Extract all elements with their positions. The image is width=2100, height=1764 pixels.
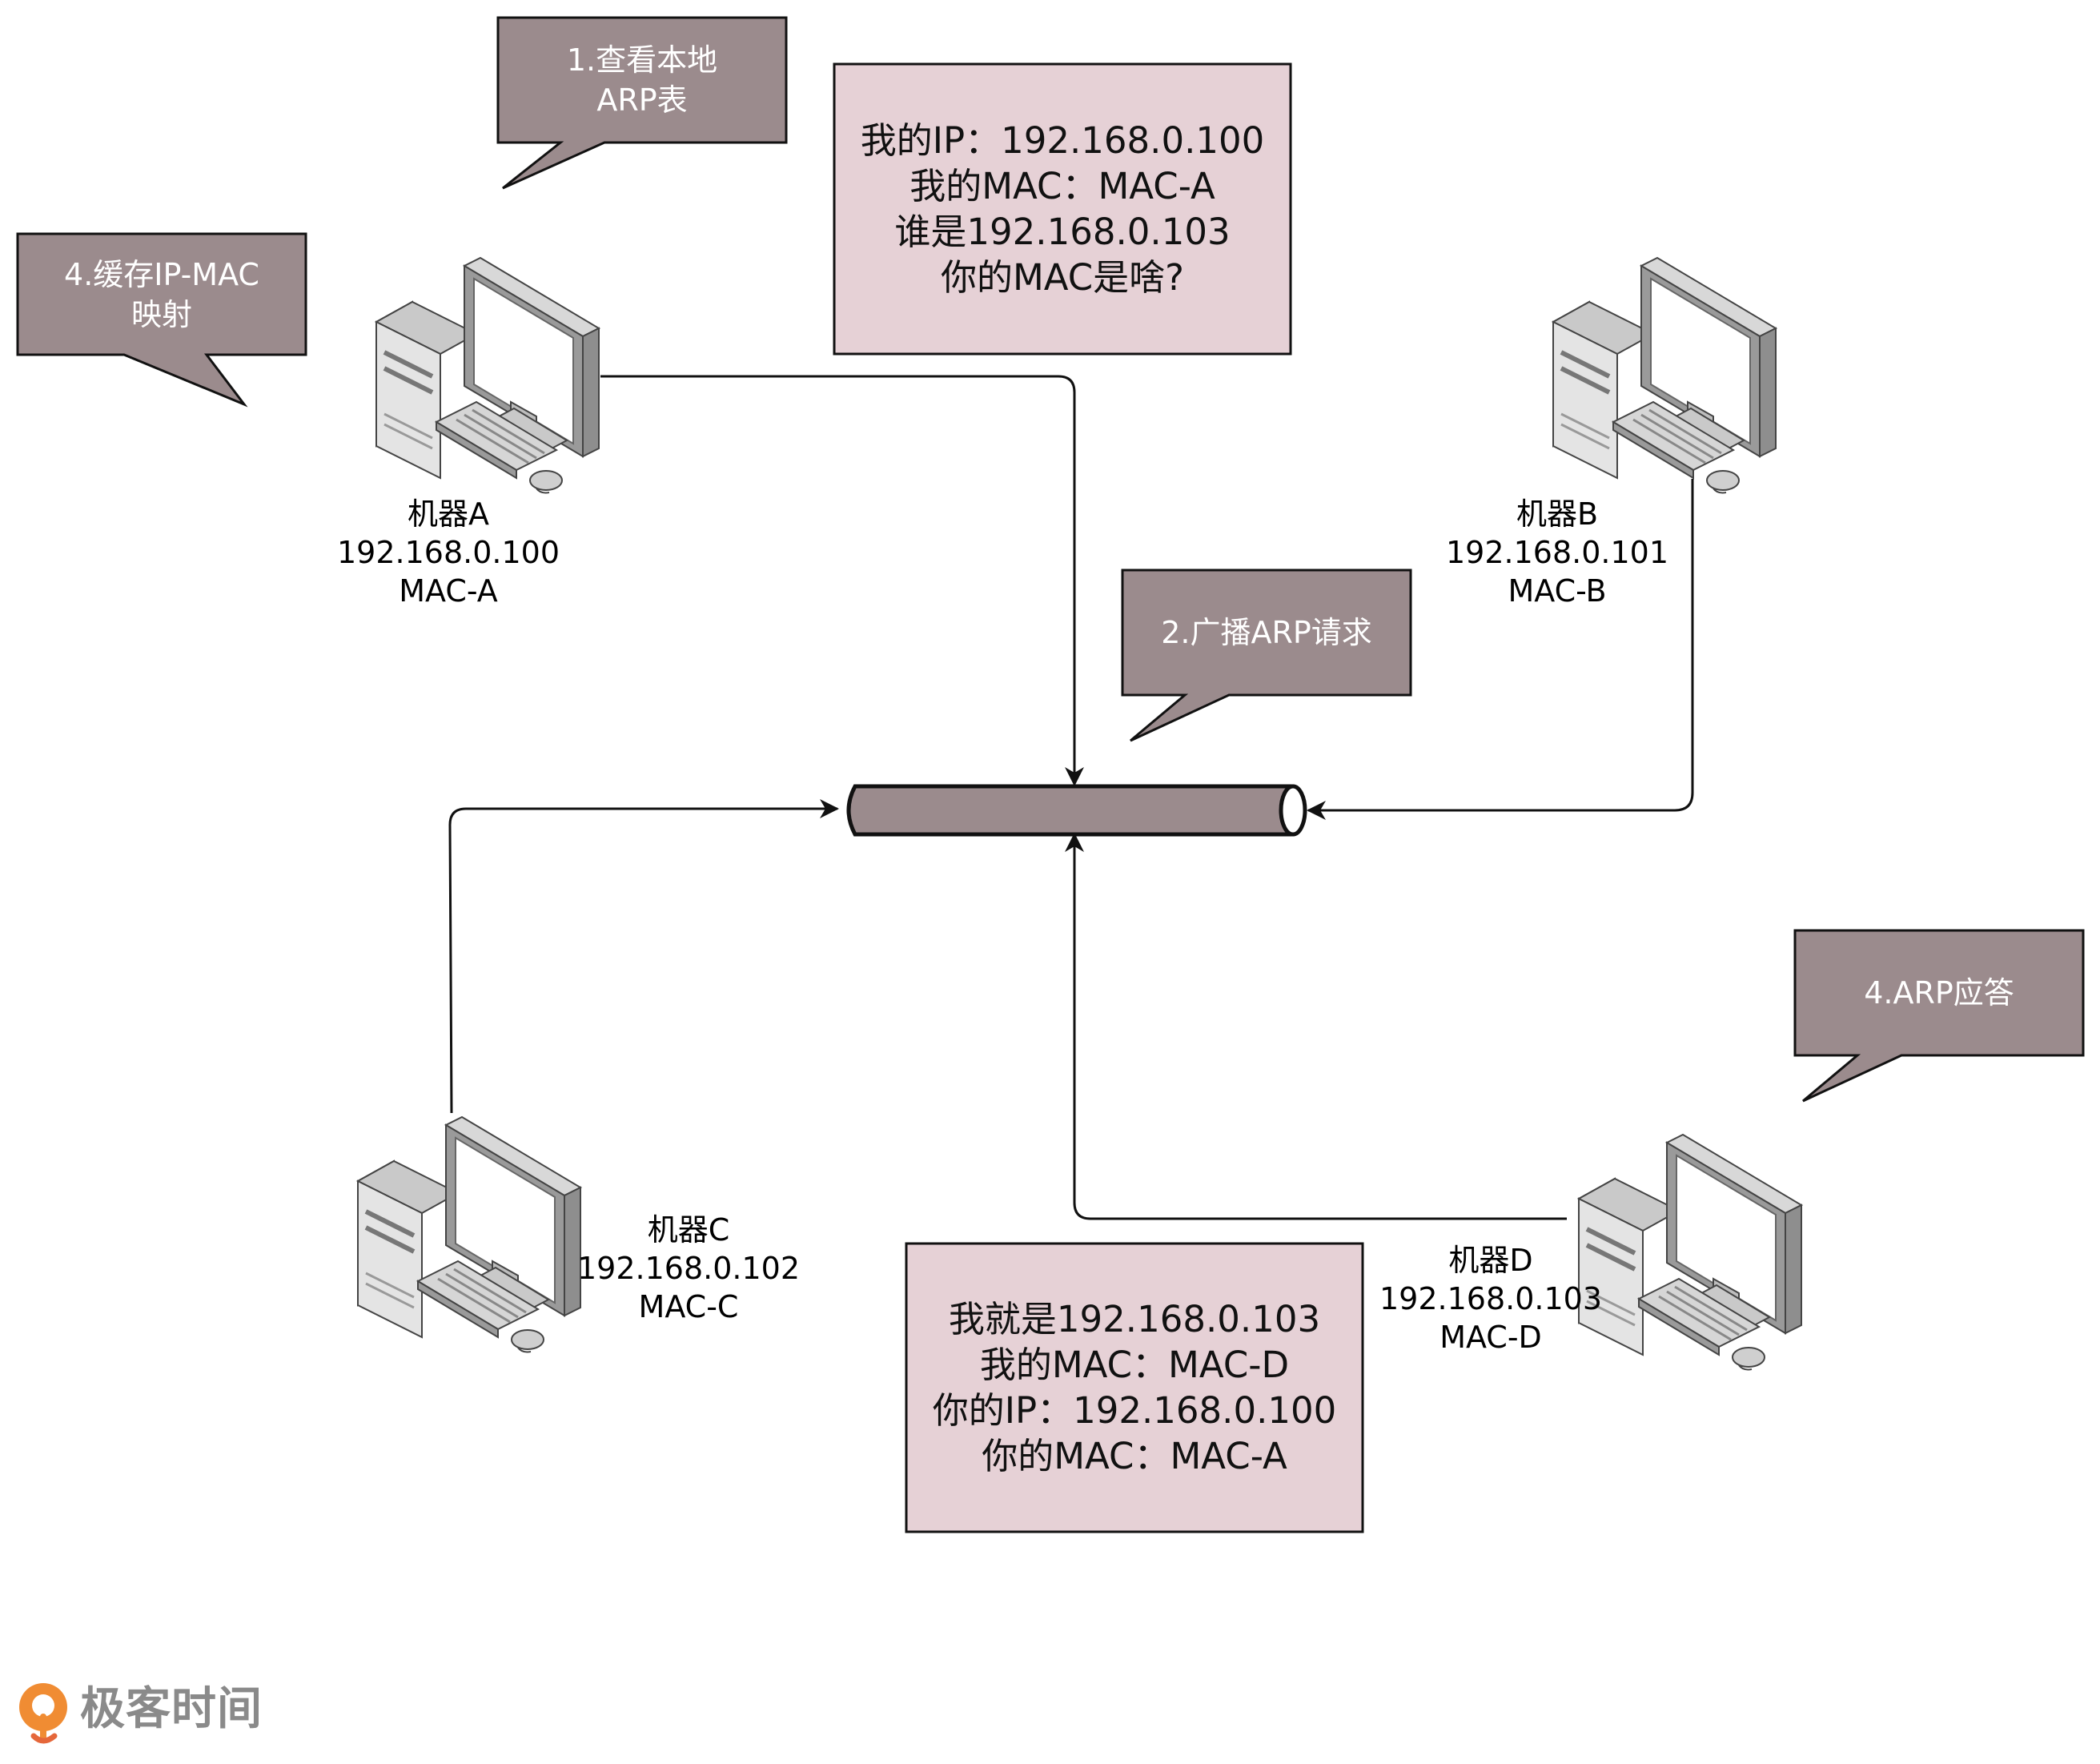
network-bus: [846, 784, 1307, 837]
callout-step4-reply-shape: [1793, 929, 2085, 1103]
callout-step2: 2.广播ARP请求: [1161, 615, 1372, 650]
machine-a-label: 机器A 192.168.0.100 MAC-A: [336, 496, 560, 609]
connector-c-to-bus: [448, 799, 839, 1114]
machine-b-computer-icon: [1553, 258, 1776, 492]
machine-b-label: 机器B 192.168.0.101 MAC-B: [1445, 496, 1668, 609]
callout-step4-reply: 4.ARP应答: [1864, 975, 2014, 1011]
reply-message-text: 我就是192.168.0.103 我的MAC：MAC-D 你的IP：192.16…: [932, 1298, 1337, 1477]
callout-step1-shape: [496, 16, 788, 190]
geektime-logo-icon: [19, 1683, 67, 1744]
connector-a-to-bus: [600, 375, 1084, 786]
connector-b-to-bus: [1307, 479, 1694, 820]
callout-step4-cache: 4.缓存IP-MAC 映射: [64, 256, 259, 332]
machine-a-computer-icon: [376, 258, 599, 492]
machine-c-label: 机器C 192.168.0.102 MAC-C: [576, 1212, 800, 1324]
callout-step1: 1.查看本地 ARP表: [566, 42, 718, 118]
machine-c-computer-icon: [358, 1117, 580, 1352]
callout-step2-shape: [1121, 569, 1412, 742]
connector-d-to-bus: [1065, 833, 1567, 1220]
geektime-logo-text: 极客时间: [80, 1683, 263, 1735]
callout-step4-cache-shape: [16, 232, 307, 408]
request-message-box: [833, 62, 1292, 356]
machine-d-label: 机器D 192.168.0.103 MAC-D: [1379, 1243, 1602, 1355]
request-message-text: 我的IP：192.168.0.100 我的MAC：MAC-A 谁是192.168…: [860, 119, 1265, 299]
reply-message-box: [905, 1242, 1364, 1533]
geektime-logo: 极客时间: [14, 1675, 287, 1747]
